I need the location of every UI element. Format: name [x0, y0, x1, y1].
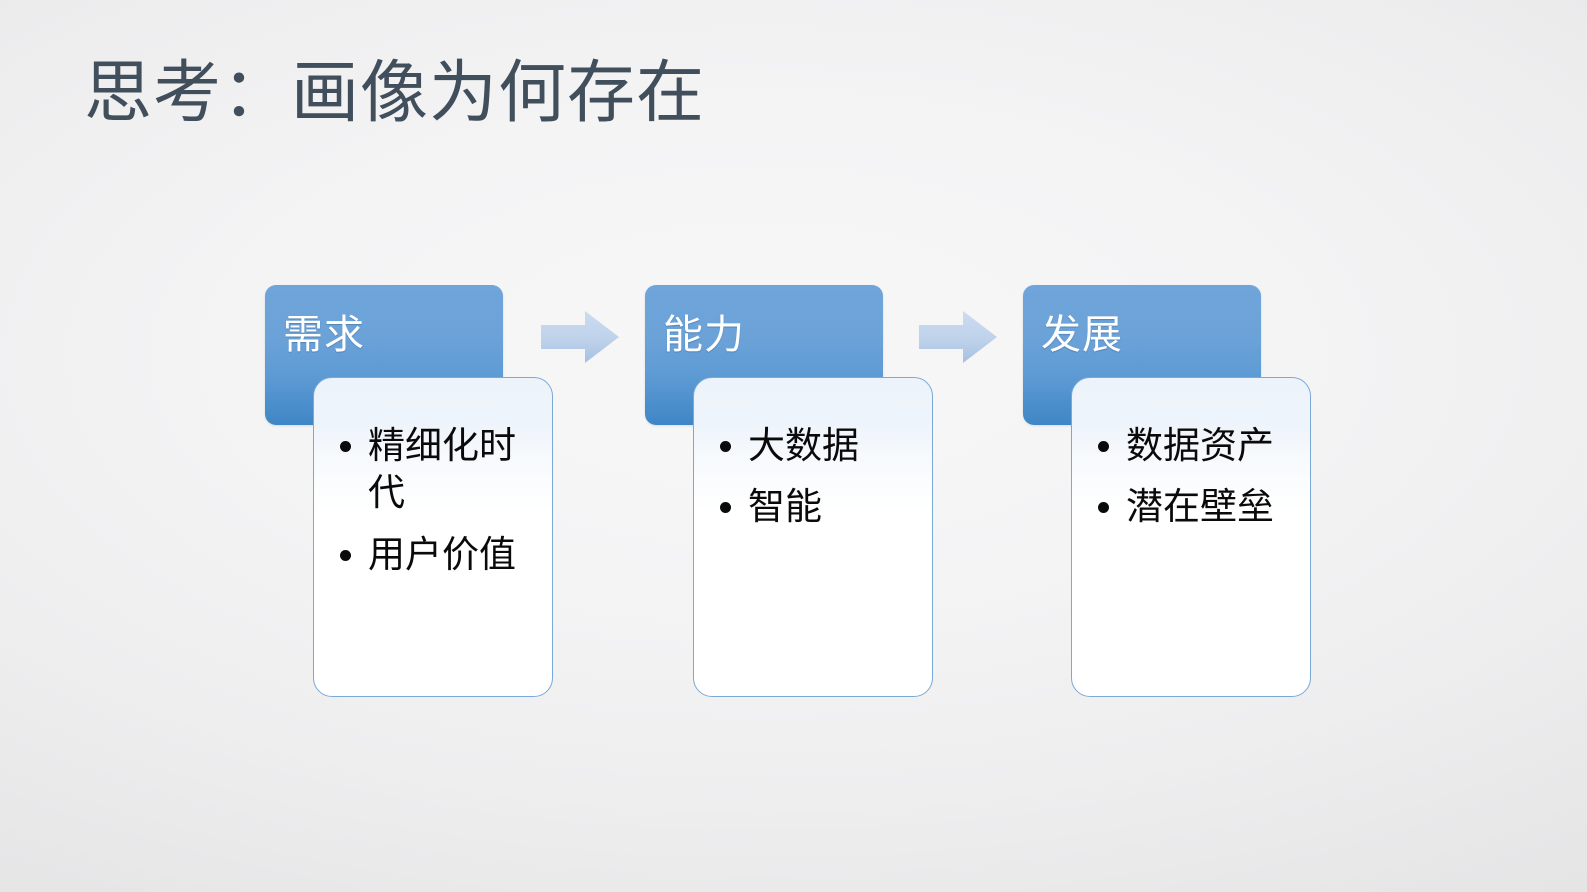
stage-2-header-label: 能力: [663, 312, 745, 358]
list-item: 数据资产: [1092, 422, 1296, 469]
page-title: 思考：画像为何存在: [84, 54, 706, 133]
process-stage-3[interactable]: 发展 数据资产 潜在壁垒: [1023, 285, 1313, 700]
stage-2-body-card[interactable]: 大数据 智能: [693, 377, 933, 697]
stage-1-bullet-list: 精细化时代 用户价值: [314, 378, 552, 578]
stage-3-header-label: 发展: [1041, 312, 1123, 358]
stage-3-body-card[interactable]: 数据资产 潜在壁垒: [1071, 377, 1311, 697]
process-stage-1[interactable]: 需求 精细化时代 用户价值: [265, 285, 555, 700]
list-item: 智能: [714, 483, 918, 530]
list-item: 精细化时代: [334, 422, 538, 517]
stage-3-bullet-list: 数据资产 潜在壁垒: [1072, 378, 1310, 531]
arrow-right-icon: [541, 311, 619, 363]
stage-2-bullet-list: 大数据 智能: [694, 378, 932, 531]
list-item: 潜在壁垒: [1092, 483, 1296, 530]
arrow-right-icon: [919, 311, 997, 363]
stage-1-body-card[interactable]: 精细化时代 用户价值: [313, 377, 553, 697]
list-item: 大数据: [714, 422, 918, 469]
process-stage-2[interactable]: 能力 大数据 智能: [645, 285, 935, 700]
stage-1-header-label: 需求: [283, 312, 365, 358]
list-item: 用户价值: [334, 531, 538, 578]
